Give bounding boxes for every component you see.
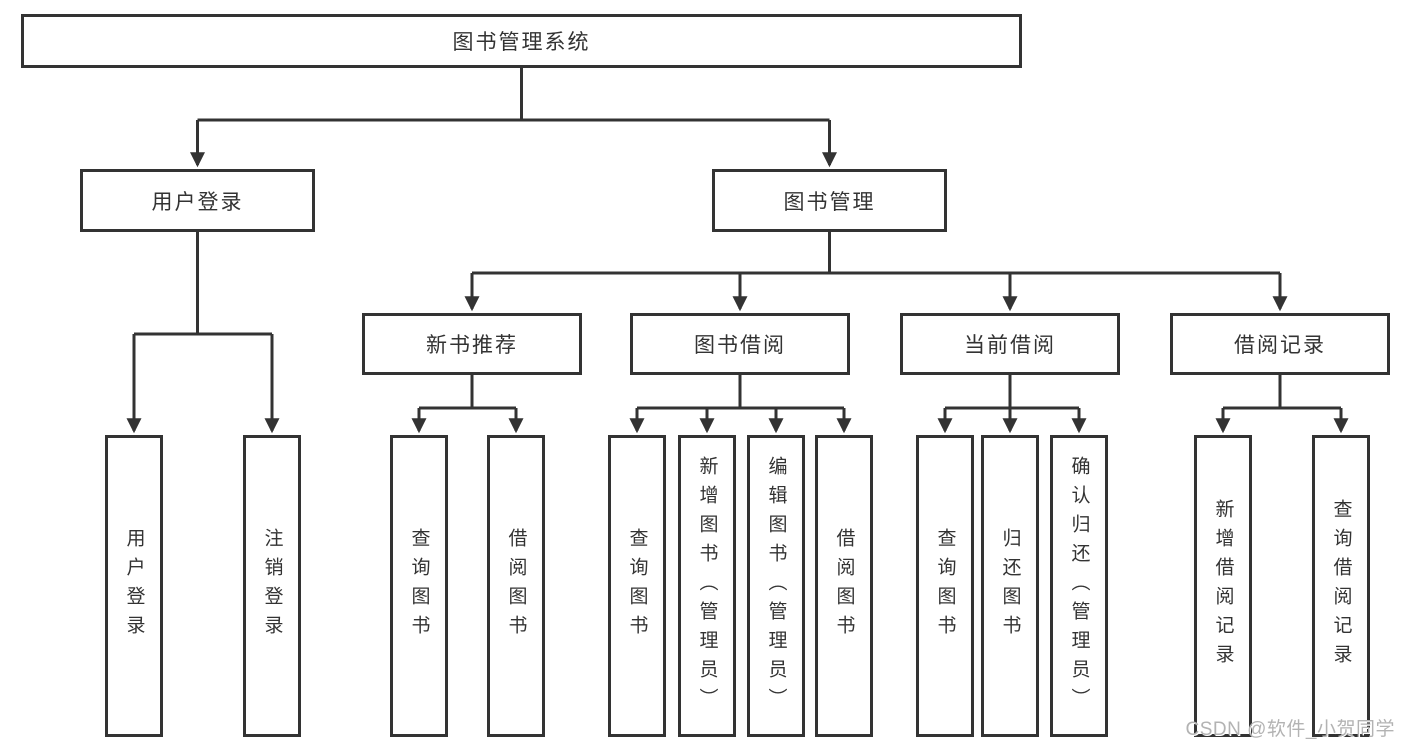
leaf-label: 注销登录 [261, 528, 283, 644]
node-book-management: 图书管理 [712, 169, 947, 232]
leaf-label: 查询图书 [626, 528, 648, 644]
node-leaf-borrow-edit: 编辑图书（管理员） [747, 435, 805, 737]
node-leaf-current-return: 归还图书 [981, 435, 1039, 737]
leaf-label: 确认归还（管理员） [1068, 455, 1090, 717]
node-borrow-records: 借阅记录 [1170, 313, 1390, 375]
node-root: 图书管理系统 [21, 14, 1022, 68]
node-leaf-records-query: 查询借阅记录 [1312, 435, 1370, 737]
node-leaf-current-query: 查询图书 [916, 435, 974, 737]
leaf-label: 新增借阅记录 [1212, 499, 1234, 673]
leaf-label: 借阅图书 [505, 528, 527, 644]
node-leaf-newbooks-borrow: 借阅图书 [487, 435, 545, 737]
node-user-login: 用户登录 [80, 169, 315, 232]
node-leaf-borrow-query: 查询图书 [608, 435, 666, 737]
node-book-borrow: 图书借阅 [630, 313, 850, 375]
leaf-label: 新增图书（管理员） [696, 455, 718, 717]
node-current-borrow: 当前借阅 [900, 313, 1120, 375]
node-leaf-current-confirm-return: 确认归还（管理员） [1050, 435, 1108, 737]
node-new-book-recommend: 新书推荐 [362, 313, 582, 375]
leaf-label: 编辑图书（管理员） [765, 455, 787, 717]
node-leaf-newbooks-query: 查询图书 [390, 435, 448, 737]
node-leaf-logout: 注销登录 [243, 435, 301, 737]
leaf-label: 用户登录 [123, 528, 145, 644]
leaf-label: 借阅图书 [833, 528, 855, 644]
node-leaf-user-login: 用户登录 [105, 435, 163, 737]
csdn-watermark: CSDN @软件_小贺同学 [1185, 719, 1395, 740]
node-leaf-records-add: 新增借阅记录 [1194, 435, 1252, 737]
leaf-label: 查询借阅记录 [1330, 499, 1352, 673]
leaf-label: 归还图书 [999, 528, 1021, 644]
node-leaf-borrow-borrow: 借阅图书 [815, 435, 873, 737]
leaf-label: 查询图书 [408, 528, 430, 644]
node-leaf-borrow-add: 新增图书（管理员） [678, 435, 736, 737]
leaf-label: 查询图书 [934, 528, 956, 644]
